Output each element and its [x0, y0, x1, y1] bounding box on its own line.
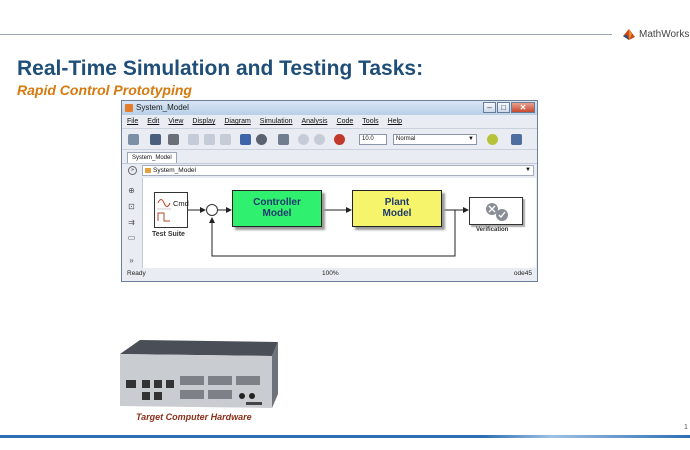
status-zoom: 100%	[322, 270, 339, 277]
header-divider	[0, 34, 612, 35]
simulation-mode-select[interactable]: Normal ▼	[393, 134, 477, 145]
address-bar: » System_Model ▼	[122, 163, 537, 177]
menu-simulation[interactable]: Simulation	[259, 118, 293, 125]
controller-model-block[interactable]: Controller Model	[232, 190, 322, 227]
annotation-icon[interactable]: ▭	[127, 233, 136, 242]
stop-time-input[interactable]: 10.0	[359, 134, 387, 145]
slide-subtitle: Rapid Control Prototyping	[17, 82, 192, 98]
settings-gear-icon[interactable]	[256, 134, 267, 145]
menu-help[interactable]: Help	[387, 118, 403, 125]
signal-analyzer-icon[interactable]	[511, 134, 522, 145]
close-button[interactable]: ✕	[511, 102, 535, 113]
tool-palette: ⊕ ⊡ ⇉ ▭ »	[122, 178, 141, 268]
plant-model-block[interactable]: Plant Model	[352, 190, 442, 227]
verification-status-icon	[486, 203, 508, 221]
sum-block[interactable]	[206, 204, 218, 216]
signal-lines	[188, 207, 469, 257]
model-path-field[interactable]: System_Model ▼	[142, 165, 534, 176]
cmd-block[interactable]: Cmd	[154, 192, 189, 228]
library-browser-icon[interactable]	[240, 134, 251, 145]
maximize-button[interactable]: □	[497, 102, 510, 113]
expand-palette-icon[interactable]: »	[129, 256, 134, 265]
controller-label-line2: Model	[262, 208, 292, 219]
simulation-mode-value: Normal	[396, 136, 416, 142]
menu-tools[interactable]: Tools	[362, 118, 379, 125]
zoom-icon[interactable]: ⊕	[128, 186, 135, 195]
logo-text: MathWorks	[639, 28, 690, 40]
up-icon[interactable]	[220, 134, 231, 145]
minimize-button[interactable]: –	[483, 102, 496, 113]
verification-label: Verification	[476, 227, 509, 233]
hide-browser-icon[interactable]: »	[128, 166, 137, 175]
model-canvas[interactable]: Cmd Test Suite Controller Model Plant Mo…	[142, 178, 536, 268]
signal-source-icon	[157, 199, 171, 222]
target-computer-hardware-image	[120, 340, 278, 408]
back-icon[interactable]	[188, 134, 199, 145]
status-ready: Ready	[127, 270, 146, 277]
stop-icon[interactable]	[314, 134, 325, 145]
status-bar: Ready 100% ode45	[122, 268, 537, 281]
footer-accent-line	[0, 435, 690, 438]
menu-bar: File Edit View Display Diagram Simulatio…	[122, 116, 537, 127]
model-path-text: System_Model	[153, 167, 196, 174]
membrane-logo-icon	[623, 29, 635, 40]
plant-label-line2: Model	[382, 208, 412, 219]
print-icon[interactable]	[168, 134, 179, 145]
new-model-icon[interactable]	[128, 134, 139, 145]
controller-label-line1: Controller	[253, 197, 301, 208]
simulink-app-icon	[125, 104, 133, 112]
chevron-down-icon[interactable]: ▼	[525, 167, 531, 173]
toolbar: 10.0 Normal ▼	[122, 128, 537, 150]
menu-display[interactable]: Display	[192, 118, 216, 125]
mathworks-logo: MathWorks	[622, 25, 689, 43]
tab-system-model[interactable]: System_Model	[127, 152, 177, 163]
menu-view[interactable]: View	[168, 118, 184, 125]
verification-block[interactable]	[469, 197, 523, 225]
tab-strip: System_Model	[122, 151, 537, 163]
slide-title: Real-Time Simulation and Testing Tasks:	[17, 57, 424, 80]
simulink-window: System_Model – □ ✕ File Edit View Displa…	[121, 100, 538, 282]
model-explorer-icon[interactable]	[278, 134, 289, 145]
arrow-icon[interactable]: ⇉	[128, 218, 135, 227]
chevron-down-icon: ▼	[468, 136, 474, 142]
hardware-caption: Target Computer Hardware	[136, 412, 252, 422]
window-titlebar[interactable]: System_Model – □ ✕	[122, 101, 537, 115]
record-icon[interactable]	[334, 134, 345, 145]
model-advisor-icon[interactable]	[487, 134, 498, 145]
test-suite-label: Test Suite	[152, 231, 185, 238]
save-icon[interactable]	[150, 134, 161, 145]
page-number: 1	[684, 424, 688, 431]
menu-edit[interactable]: Edit	[147, 118, 160, 125]
menu-diagram[interactable]: Diagram	[224, 118, 251, 125]
run-icon[interactable]	[298, 134, 309, 145]
menu-analysis[interactable]: Analysis	[301, 118, 328, 125]
status-solver: ode45	[513, 270, 532, 277]
model-icon	[145, 168, 151, 173]
forward-icon[interactable]	[204, 134, 215, 145]
window-title: System_Model	[136, 103, 189, 112]
cmd-label: Cmd	[173, 199, 189, 208]
fit-view-icon[interactable]: ⊡	[128, 202, 135, 211]
menu-file[interactable]: File	[127, 118, 139, 125]
menu-code[interactable]: Code	[336, 118, 354, 125]
plant-label-line1: Plant	[384, 197, 410, 208]
